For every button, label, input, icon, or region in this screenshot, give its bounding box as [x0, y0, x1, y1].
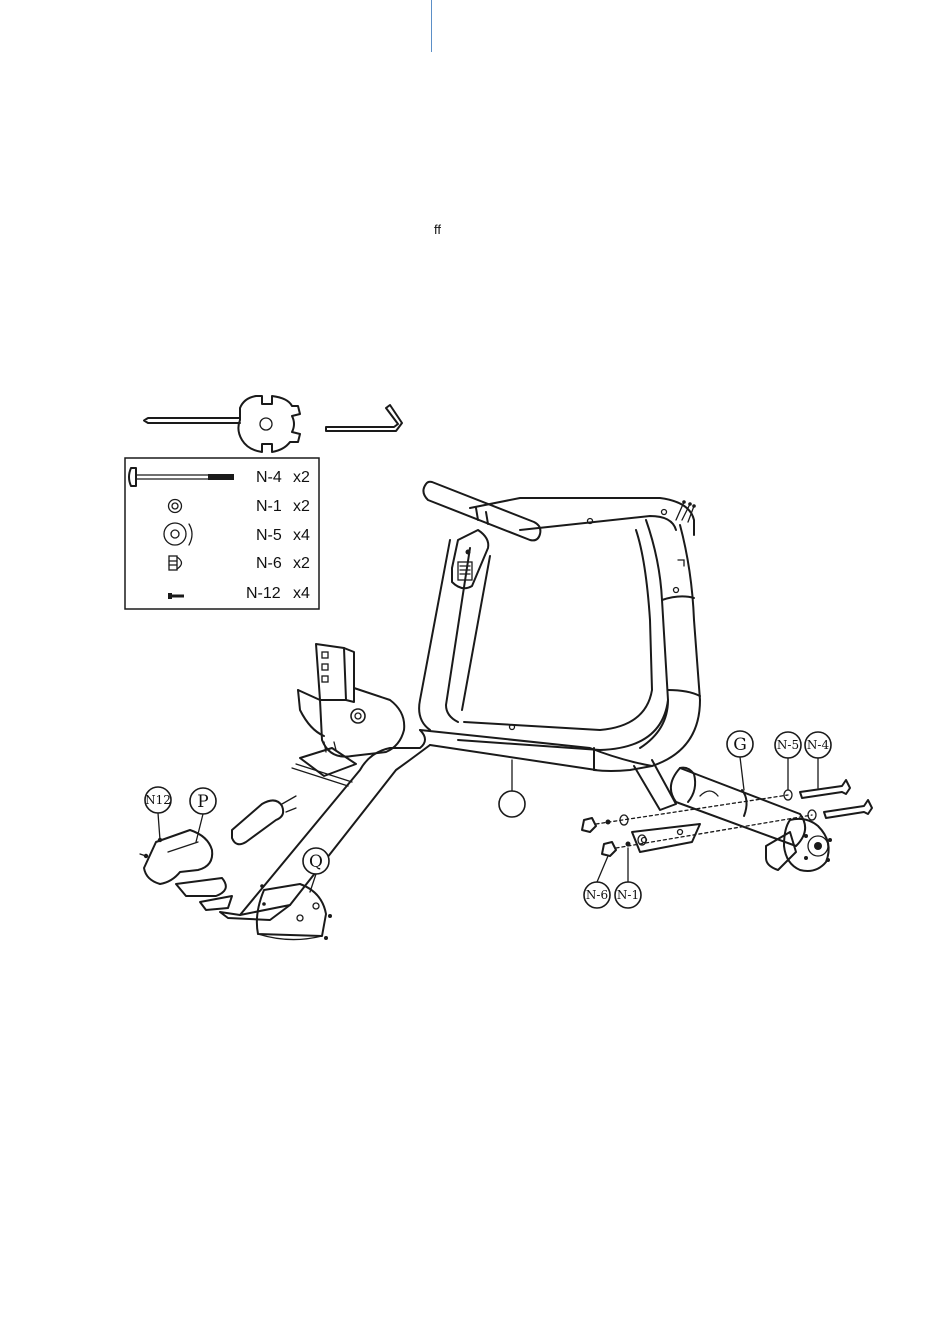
handlebar: [423, 482, 540, 541]
hardware-box: N-4 x2 N-1 x2 N-5 x4: [125, 458, 319, 609]
hw-qty-n1: x2: [293, 498, 310, 515]
front-cover-q: [257, 884, 332, 940]
hw-qty-n12: x4: [293, 585, 310, 602]
callout-n6: N-6: [584, 856, 610, 908]
callout-p: P: [190, 788, 216, 842]
svg-text:N-6: N-6: [586, 888, 608, 902]
svg-text:N-5: N-5: [777, 738, 799, 752]
multi-wrench-icon: [144, 396, 300, 452]
hw-code-n5: N-5: [256, 527, 282, 544]
pulse-console: [452, 530, 488, 588]
svg-text:Q: Q: [309, 852, 323, 872]
hw-code-n12: N-12: [246, 585, 281, 602]
svg-text:G: G: [733, 735, 747, 755]
callout-n5: N-5: [775, 732, 801, 790]
callout-n1: N-1: [615, 848, 641, 908]
svg-text:N-1: N-1: [617, 888, 639, 902]
callout-frame-blank: [499, 760, 525, 817]
svg-text:N12: N12: [145, 793, 171, 807]
hw-code-n6: N-6: [256, 555, 282, 572]
seat-bracket: [298, 644, 404, 757]
rear-stabilizer: [671, 768, 832, 871]
callout-g: G: [727, 731, 753, 790]
hw-qty-n5: x4: [293, 527, 310, 544]
callout-n4: N-4: [805, 732, 831, 788]
hw-qty-n6: x2: [293, 555, 310, 572]
svg-text:P: P: [197, 792, 208, 812]
hw-code-n1: N-1: [256, 498, 282, 515]
hw-qty-n4: x2: [293, 469, 310, 486]
hw-code-n4: N-4: [256, 469, 282, 486]
callout-q: Q: [303, 848, 329, 892]
front-cover-p: [140, 830, 232, 910]
svg-text:N-4: N-4: [807, 738, 830, 752]
callout-n12: N12: [145, 787, 171, 840]
allen-key-icon: [326, 405, 402, 431]
